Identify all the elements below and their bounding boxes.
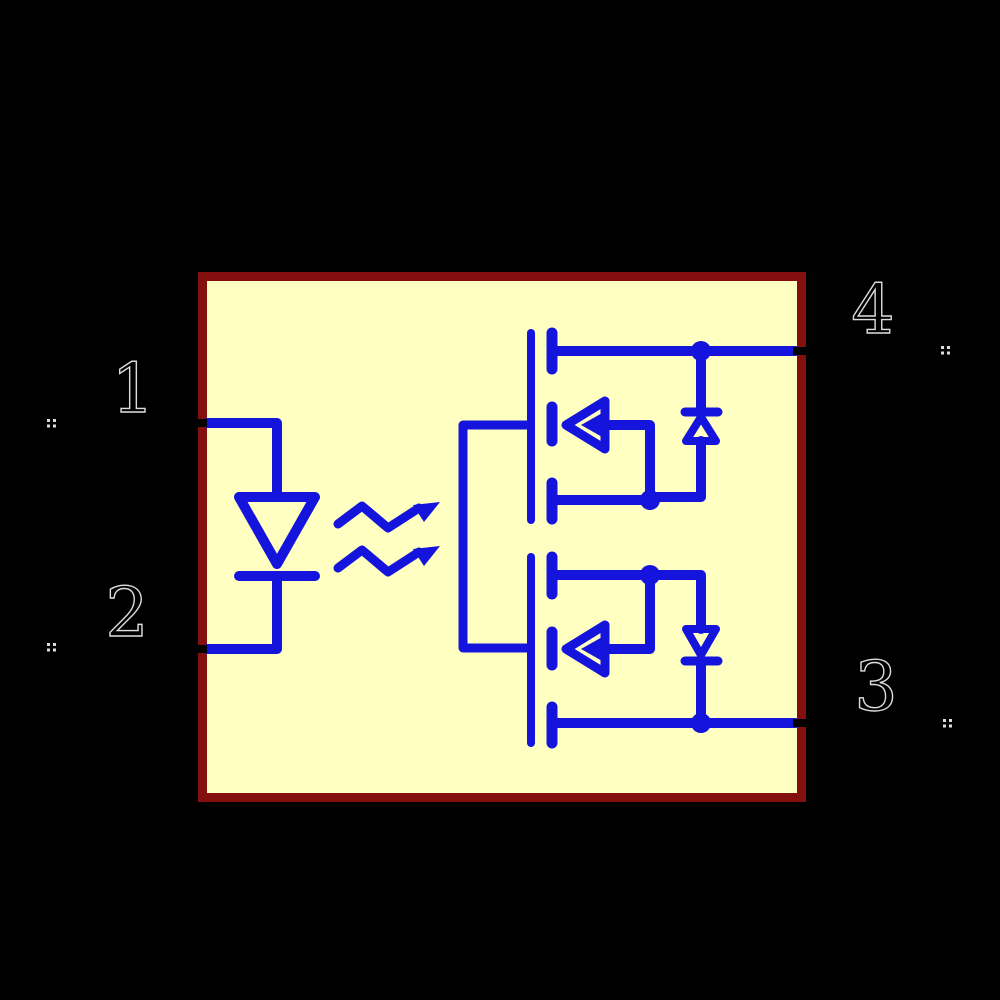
mosfet-top-body-wire — [593, 420, 655, 505]
mosfet-bottom — [527, 551, 801, 749]
pin-1-number: 1 — [111, 350, 154, 429]
photon-arrows — [333, 501, 440, 577]
led-triangle — [234, 492, 320, 569]
pin-numbers: 1 2 3 4 — [105, 270, 899, 727]
pin-2-line — [150, 645, 207, 653]
photon-arrow-bottom-shaft — [333, 545, 424, 577]
pin-1-line — [150, 419, 207, 427]
led-emitter — [202, 418, 320, 654]
pin-3-number: 3 — [854, 648, 897, 727]
junction-dot-source-bottom — [691, 713, 711, 733]
junction-dot-drain-top — [691, 341, 711, 361]
pin-stubs — [150, 347, 850, 727]
pin-2-number: 2 — [105, 574, 148, 653]
pin-4-number: 4 — [851, 271, 894, 350]
pin-1-name-mark — [47, 419, 56, 428]
body-diode-top-lead-lower — [647, 436, 706, 502]
pin-2-name-mark — [47, 643, 56, 652]
led-anode-wire — [202, 418, 282, 497]
mosfet-top-body-arrow-head — [581, 412, 604, 438]
junction-dot-source-top — [640, 490, 660, 510]
mosfet-bottom-body-arrow-head — [581, 636, 604, 662]
mosfet-bottom-drain-wire — [547, 570, 706, 634]
pin-4-name-mark — [941, 346, 950, 355]
junction-dots — [640, 341, 711, 733]
pin-3-line — [793, 719, 850, 727]
mosfet-top — [527, 327, 801, 525]
pin-3-name-mark — [943, 719, 952, 728]
mosfet-bottom-body-wire — [593, 570, 655, 654]
body-diode-bottom-triangle — [682, 625, 720, 659]
body-diode-bottom — [680, 625, 723, 728]
pin-4-line — [793, 347, 850, 355]
photon-arrow-top-shaft — [333, 501, 424, 533]
led-cathode-wire — [202, 571, 282, 654]
gate-rail — [458, 420, 532, 653]
photon-arrow-bottom-head — [413, 546, 440, 566]
photon-arrow-top-head — [413, 502, 440, 522]
junction-dot-drain-bottom — [640, 565, 660, 585]
